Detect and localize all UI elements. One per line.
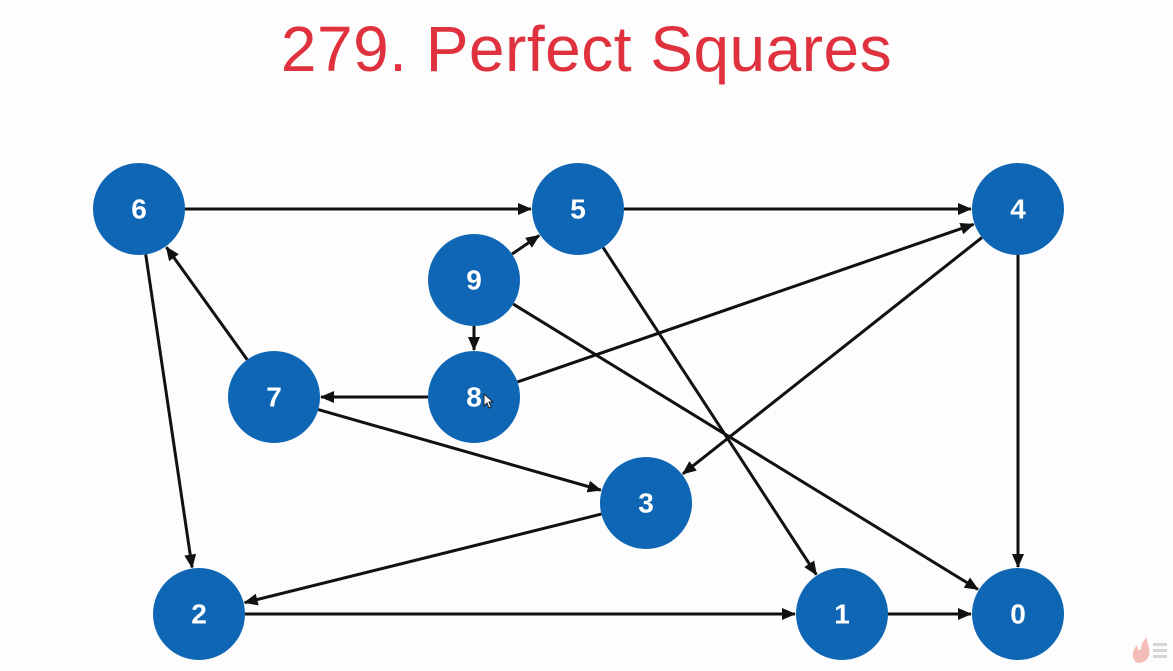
node-label: 7: [266, 382, 282, 413]
node-label: 4: [1010, 194, 1026, 225]
node-circle: [428, 234, 520, 326]
node-circle: [228, 351, 320, 443]
edge-5-to-1: [601, 246, 818, 576]
edge-9-to-0: [512, 302, 979, 591]
edge-7-to-3: [317, 408, 602, 493]
node-8: 8: [428, 351, 520, 443]
flame-logo-icon: [1132, 637, 1167, 663]
node-circle: [153, 568, 245, 660]
node-label: 3: [638, 488, 654, 519]
slide-title: 279. Perfect Squares: [280, 13, 893, 85]
node-label: 0: [1010, 599, 1026, 630]
edge-4-to-3: [681, 236, 983, 476]
nodes: 6 5 4 9 7 8 3 2 1 0: [93, 163, 1064, 660]
node-label: 8: [466, 382, 482, 413]
edge-9-to-5: [511, 234, 541, 256]
node-label: 9: [466, 265, 482, 296]
node-label: 1: [834, 599, 850, 630]
node-9: 9: [428, 234, 520, 326]
edge-7-to-6: [165, 246, 249, 361]
node-circle: [600, 457, 692, 549]
node-circle: [972, 163, 1064, 255]
node-circle: [532, 163, 624, 255]
node-circle: [972, 568, 1064, 660]
node-circle: [93, 163, 185, 255]
node-5: 5: [532, 163, 624, 255]
edge-8-to-4: [516, 222, 975, 384]
node-1: 1: [796, 568, 888, 660]
node-6: 6: [93, 163, 185, 255]
edge-3-to-2: [243, 512, 602, 606]
node-2: 2: [153, 568, 245, 660]
mouse-pointer-icon: [483, 393, 495, 409]
node-3: 3: [600, 457, 692, 549]
node-circle: [796, 568, 888, 660]
node-label: 2: [191, 599, 207, 630]
node-circle: [428, 351, 520, 443]
node-label: 5: [570, 194, 586, 225]
node-4: 4: [972, 163, 1064, 255]
node-0: 0: [972, 568, 1064, 660]
edge-6-to-2: [144, 254, 197, 569]
node-7: 7: [228, 351, 320, 443]
node-label: 6: [131, 194, 147, 225]
edges: [144, 203, 1024, 620]
